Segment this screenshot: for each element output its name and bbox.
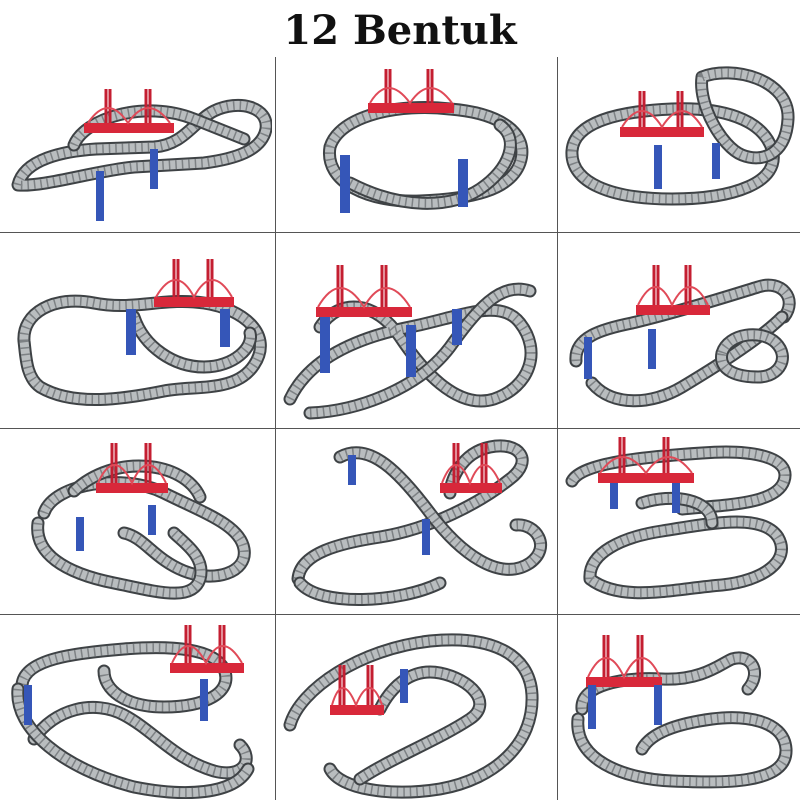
track-layout-2: [280, 59, 554, 231]
track-layout-10: [4, 619, 272, 799]
track-layout-6: [562, 237, 798, 425]
page-title: 12 Bentuk: [283, 7, 517, 54]
grid-divider-horizontal-1: [0, 232, 800, 233]
track-layout-4: [4, 237, 272, 425]
grid-divider-horizontal-3: [0, 614, 800, 615]
track-layout-1: [4, 59, 272, 231]
layout-grid: [0, 57, 800, 800]
track-layout-5: [280, 237, 554, 425]
track-layout-11: [280, 619, 554, 799]
grid-divider-horizontal-2: [0, 428, 800, 429]
track-layout-9: [562, 433, 798, 611]
track-layout-7: [4, 433, 272, 611]
track-layout-8: [280, 433, 554, 611]
track-layout-3: [562, 59, 798, 231]
track-layout-12: [562, 619, 798, 799]
